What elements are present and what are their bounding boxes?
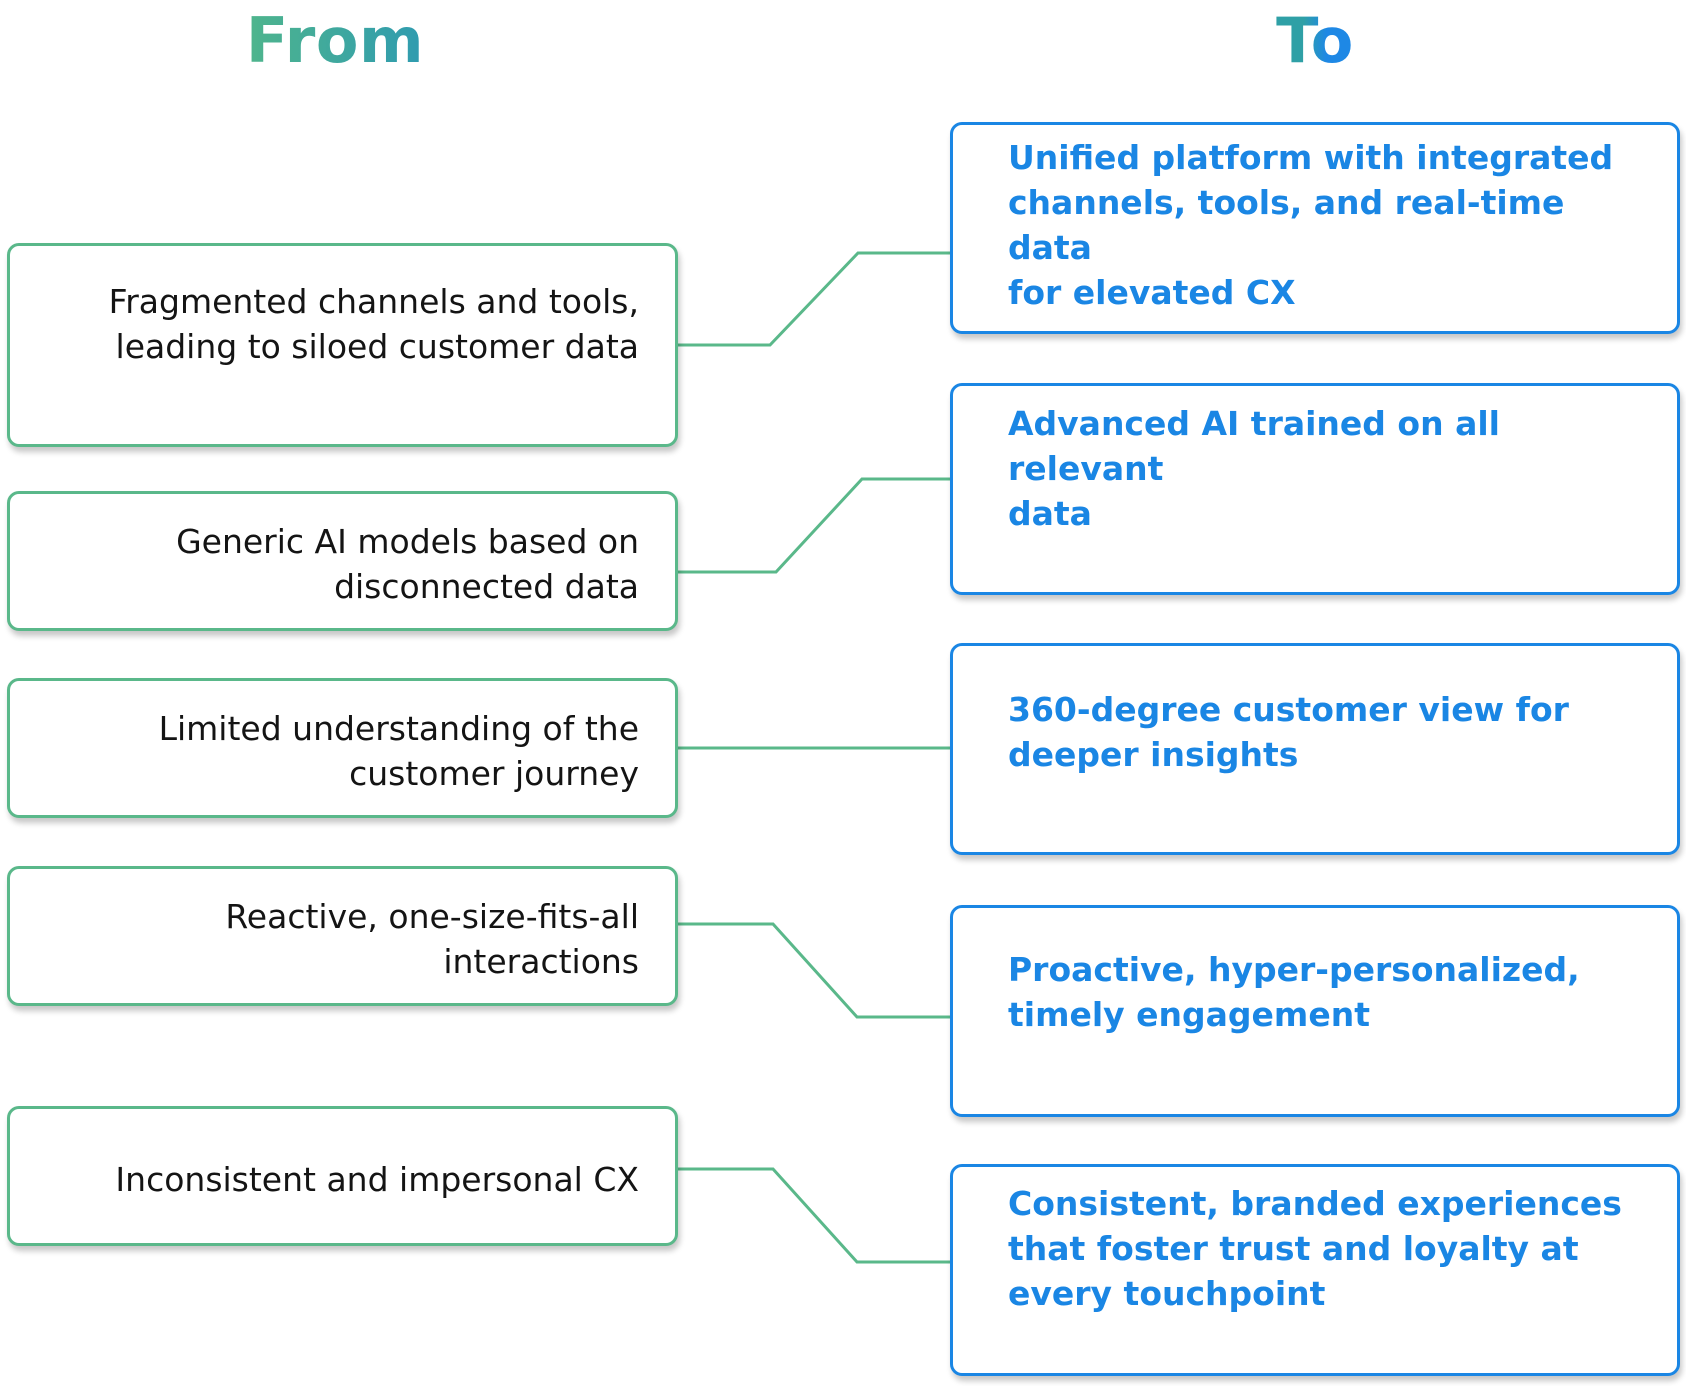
from-item-reactive: Reactive, one-size-fits-all interactions (7, 866, 678, 1006)
to-item-advanced-ai: Advanced AI trained on all relevant data (950, 383, 1680, 595)
connector-2 (678, 477, 950, 574)
from-item-fragmented-channels: Fragmented channels and tools, leading t… (7, 243, 678, 447)
from-item-text: Generic AI models based on disconnected … (39, 519, 639, 609)
to-item-line: Proactive, hyper-personalized, (1008, 950, 1580, 989)
to-item-line: every touchpoint (1008, 1274, 1326, 1313)
from-heading-text: From (246, 4, 424, 77)
from-item-line: Fragmented channels and tools, (108, 282, 639, 321)
to-item-line: that foster trust and loyalty at (1008, 1229, 1579, 1268)
to-item-line: 360-degree customer view for (1008, 690, 1569, 729)
connector-5 (678, 1167, 950, 1264)
to-item-line: deeper insights (1008, 735, 1299, 774)
from-item-limited-understanding: Limited understanding of the customer jo… (7, 678, 678, 818)
to-item-line: for elevated CX (1008, 273, 1296, 312)
from-item-inconsistent-cx: Inconsistent and impersonal CX (7, 1106, 678, 1246)
connector-1 (678, 251, 950, 347)
to-heading-text: To (1276, 4, 1354, 77)
from-item-line: Limited understanding of the (158, 709, 639, 748)
from-item-text: Fragmented channels and tools, leading t… (39, 279, 639, 369)
from-item-generic-ai: Generic AI models based on disconnected … (7, 491, 678, 631)
from-item-text: Inconsistent and impersonal CX (39, 1157, 639, 1202)
to-item-text: 360-degree customer view for deeper insi… (1008, 687, 1658, 777)
from-item-text: Limited understanding of the customer jo… (39, 706, 639, 796)
from-item-text: Reactive, one-size-fits-all interactions (39, 894, 639, 984)
to-item-text: Advanced AI trained on all relevant data (1008, 401, 1658, 536)
to-item-proactive: Proactive, hyper-personalized, timely en… (950, 905, 1680, 1117)
to-item-line: channels, tools, and real-time data (1008, 183, 1565, 267)
from-item-line: Inconsistent and impersonal CX (115, 1160, 639, 1199)
to-item-unified-platform: Unified platform with integrated channel… (950, 122, 1680, 334)
from-item-line: disconnected data (334, 567, 639, 606)
to-item-line: Advanced AI trained on all relevant (1008, 404, 1500, 488)
from-item-line: Generic AI models based on (176, 522, 639, 561)
from-item-line: Reactive, one-size-fits-all (225, 897, 639, 936)
from-item-line: leading to siloed customer data (115, 327, 639, 366)
to-item-line: Consistent, branded experiences (1008, 1184, 1622, 1223)
to-item-line: timely engagement (1008, 995, 1370, 1034)
to-item-consistent-experiences: Consistent, branded experiences that fos… (950, 1164, 1680, 1376)
to-item-text: Unified platform with integrated channel… (1008, 135, 1658, 315)
to-item-360-view: 360-degree customer view for deeper insi… (950, 643, 1680, 855)
connector-4 (678, 922, 950, 1019)
to-item-line: Unified platform with integrated (1008, 138, 1614, 177)
to-item-text: Proactive, hyper-personalized, timely en… (1008, 947, 1658, 1037)
to-item-text: Consistent, branded experiences that fos… (1008, 1181, 1658, 1316)
from-item-line: customer journey (349, 754, 639, 793)
from-item-line: interactions (443, 942, 639, 981)
from-heading: From (246, 4, 424, 77)
to-heading: To (1276, 4, 1354, 77)
to-item-line: data (1008, 494, 1092, 533)
